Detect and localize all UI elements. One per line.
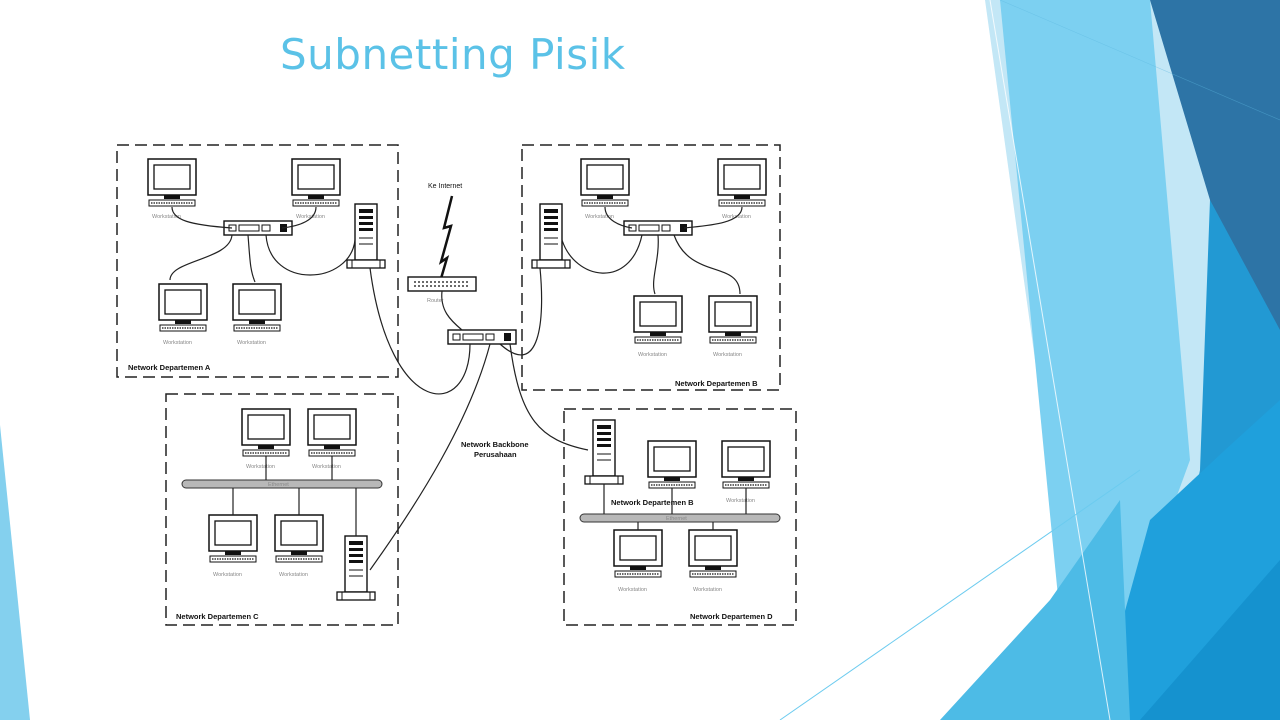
dept-a-label: Network Departemen A [128, 363, 211, 372]
dept-b-boundary [521, 144, 781, 391]
dept-b-ws3-label: Workstation [638, 352, 667, 358]
deco-thin-line-3 [999, 0, 1280, 121]
dept-c-label: Network Departemen C [176, 612, 259, 621]
cable-b-ws1 [604, 206, 633, 229]
dept-b-workstation-3 [633, 295, 683, 344]
dept-a-ws2-label: Workstation [296, 214, 325, 220]
dept-b-hub [623, 220, 693, 236]
dept-a-hub [223, 220, 293, 236]
dept-b-ws1-label: Workstation [585, 214, 614, 220]
cable-backbone-dept-b [499, 267, 543, 356]
dept-c-workstation-3 [208, 514, 258, 563]
dept-b-workstation-4 [708, 295, 758, 344]
cable-a-server [265, 234, 356, 276]
dept-b-workstation-2 [717, 158, 767, 207]
dept-d-label: Network Departemen D [690, 612, 773, 621]
dept-c-ws3-label: Workstation [213, 572, 242, 578]
internet-label: Ke Internet [428, 183, 462, 190]
dept-c-workstation-2 [307, 408, 357, 457]
deco-sky-band [1000, 0, 1190, 720]
cable-b-ws4 [673, 234, 741, 295]
dept-d-ws4-label: Workstation [693, 587, 722, 593]
dept-b-label: Network Departemen B [675, 379, 758, 388]
cable-b-ws3 [653, 234, 659, 295]
slide-title: Subnetting Pisik [280, 30, 626, 79]
router [407, 276, 477, 292]
cable-router-backbone [441, 290, 463, 331]
cable-a-ws1 [171, 206, 233, 229]
dept-d-ws2-label: Workstation [726, 498, 755, 504]
dept-a-ws3-label: Workstation [163, 340, 192, 346]
dept-c-ws4-label: Workstation [279, 572, 308, 578]
backbone-label-line1: Network Backbone [461, 440, 529, 449]
dept-c-ws2-label: Workstation [312, 464, 341, 470]
dept-c-workstation-4 [274, 514, 324, 563]
cable-backbone-dept-a [369, 267, 471, 395]
router-label: Router [427, 298, 444, 304]
dept-c-boundary [165, 393, 399, 626]
dept-c-ws1-label: Workstation [246, 464, 275, 470]
dept-d-overlap-label: Network Departemen B [611, 498, 694, 507]
cable-a-ws4 [247, 234, 256, 283]
dept-c-ethernet-bus [181, 479, 383, 489]
cable-b-ws2 [683, 206, 743, 229]
deco-thin-line-1 [989, 0, 1111, 720]
dept-d-ethernet-label: Ethernet [666, 516, 687, 522]
backbone-label-line2: Perusahaan [474, 450, 517, 459]
dept-d-ws3-label: Workstation [618, 587, 647, 593]
dept-a-workstation-3 [158, 283, 208, 332]
deco-strip-left [0, 425, 30, 720]
dept-c-server [336, 535, 376, 601]
dept-d-server [584, 419, 624, 485]
dept-a-boundary [116, 144, 399, 378]
dept-a-ws1-label: Workstation [152, 214, 181, 220]
cable-b-server [561, 234, 643, 274]
dept-a-workstation-2 [291, 158, 341, 207]
cable-backbone-dept-c [369, 343, 491, 571]
cable-a-ws2 [281, 206, 317, 229]
dept-b-server [531, 203, 571, 269]
dept-a-server [346, 203, 386, 269]
dept-b-ws4-label: Workstation [713, 352, 742, 358]
dept-a-ws4-label: Workstation [237, 340, 266, 346]
dept-d-workstation-2 [721, 440, 771, 489]
dept-d-boundary [563, 408, 797, 626]
dept-d-workstation-4 [688, 529, 738, 578]
deco-lower-facet [1140, 560, 1280, 720]
backbone-hub [447, 329, 517, 345]
dept-a-workstation-1 [147, 158, 197, 207]
cable-backbone-dept-d [509, 343, 589, 451]
dept-b-workstation-1 [580, 158, 630, 207]
internet-link-bolt [438, 195, 454, 283]
dept-d-workstation-3 [613, 529, 663, 578]
dept-c-ethernet-label: Ethernet [268, 482, 289, 488]
dept-c-workstation-1 [241, 408, 291, 457]
dept-d-workstation-1 [647, 440, 697, 489]
deco-thin-line-2 [779, 469, 1141, 720]
dept-d-ethernet-bus [579, 513, 781, 523]
dept-a-workstation-4 [232, 283, 282, 332]
cable-a-ws3 [169, 234, 233, 281]
